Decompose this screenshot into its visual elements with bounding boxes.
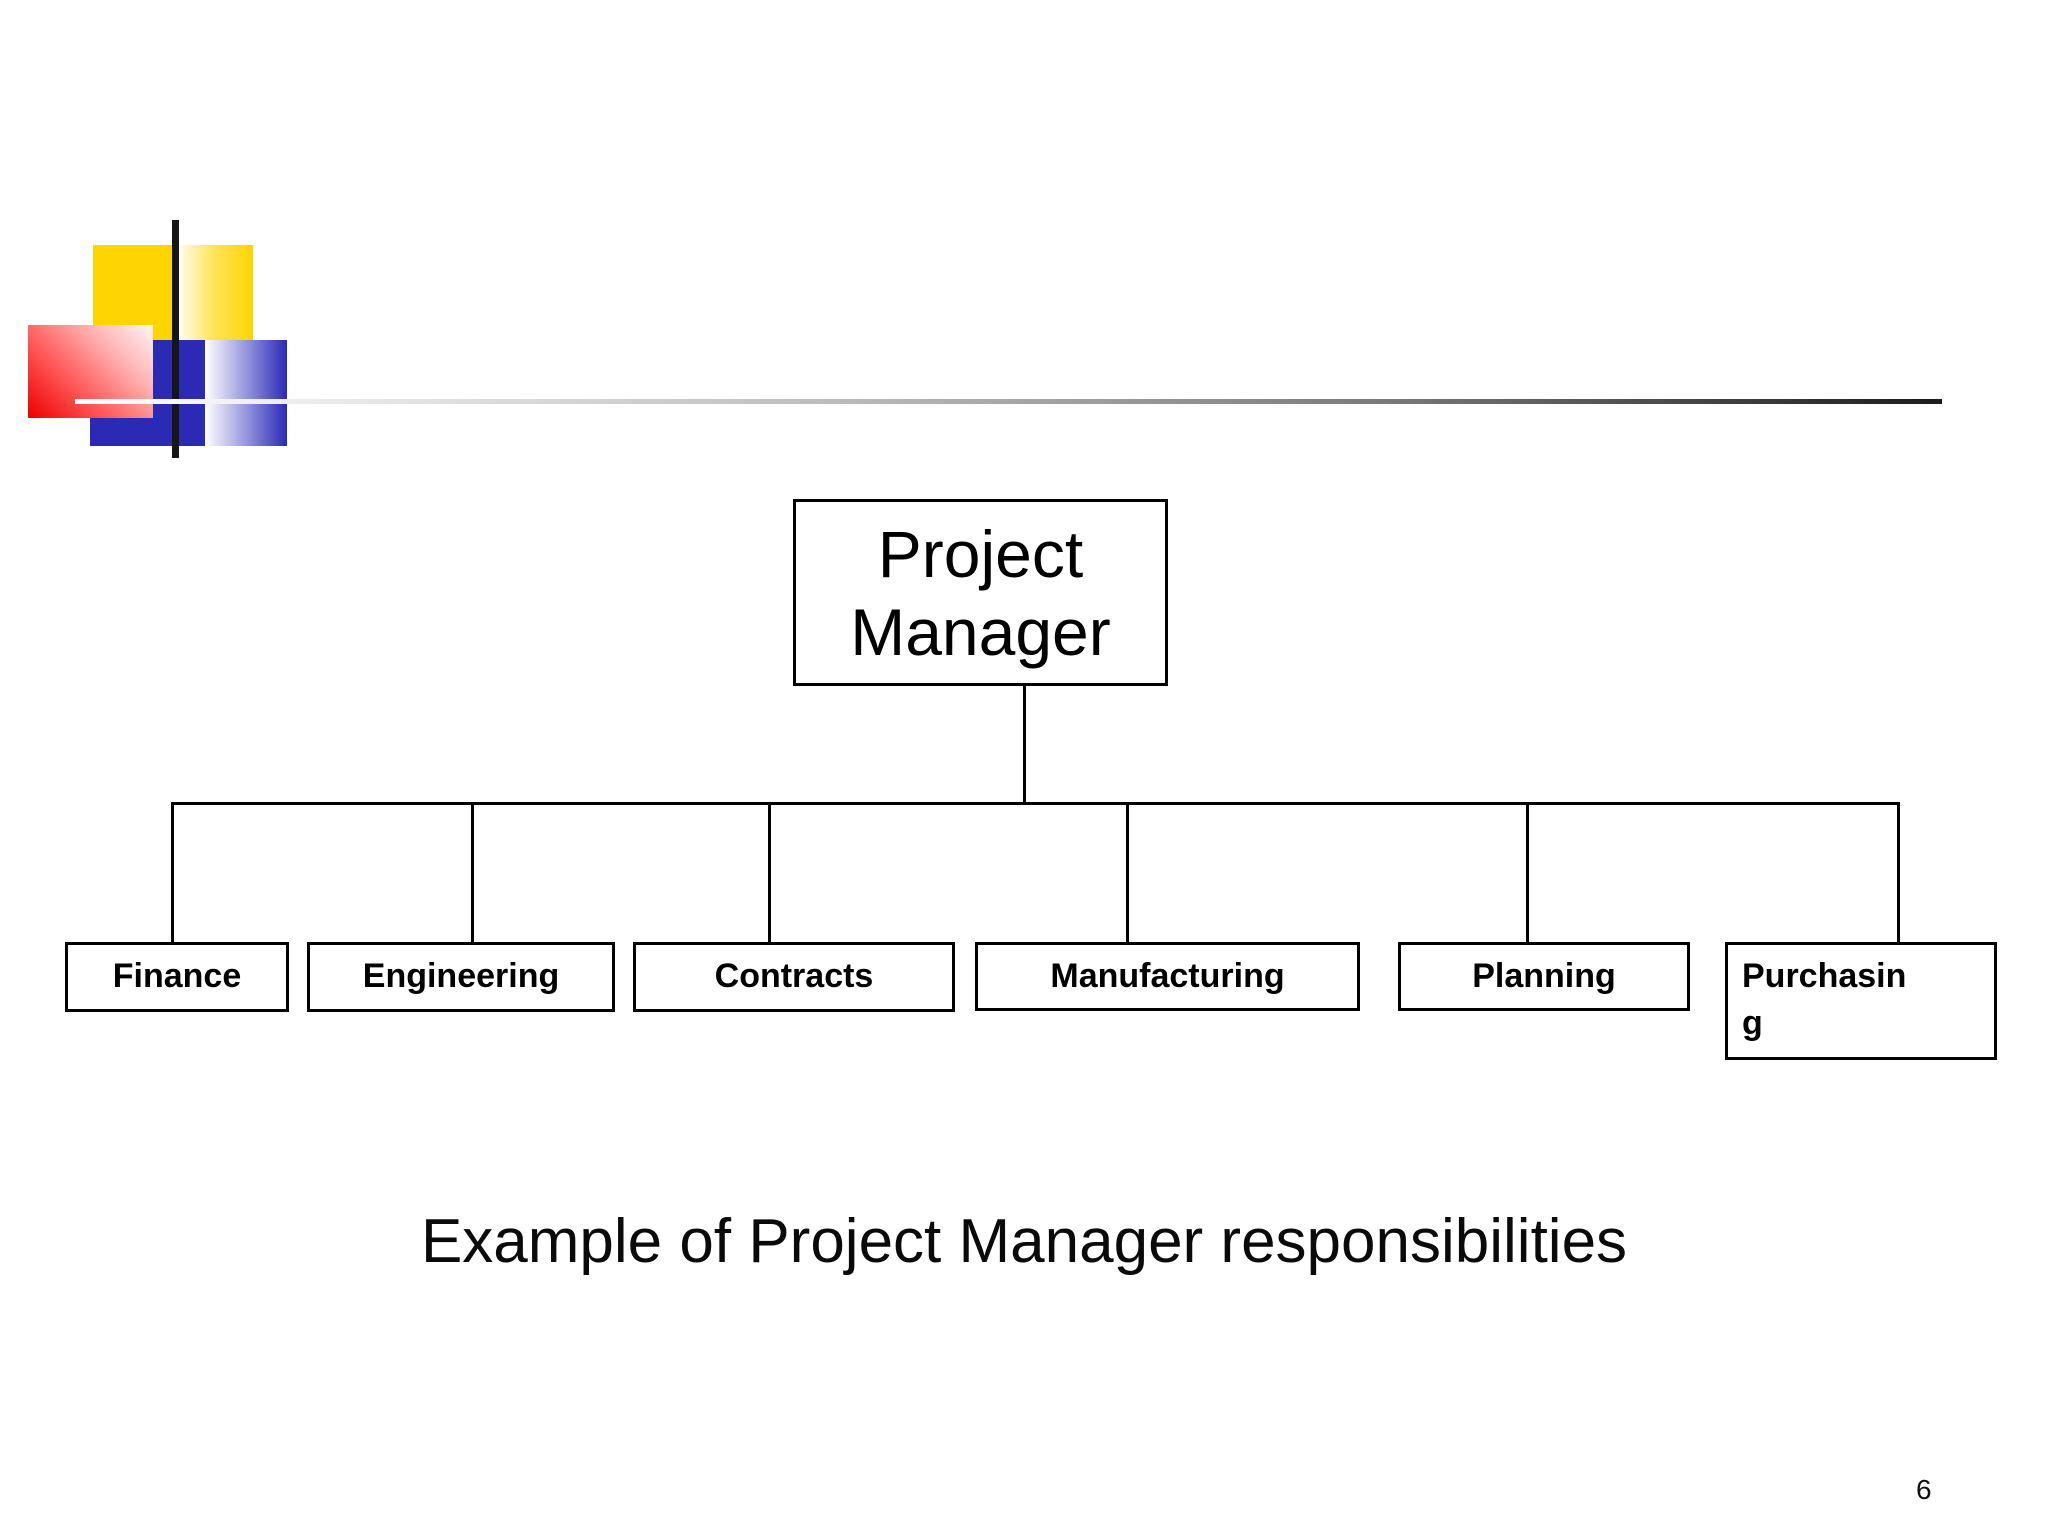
department-box-manufacturing: Manufacturing: [975, 942, 1360, 1011]
connector-drop-engineering: [471, 802, 474, 942]
connector-bar: [171, 802, 1900, 805]
department-box-planning: Planning: [1398, 942, 1690, 1011]
department-box-finance: Finance: [65, 942, 289, 1012]
connector-drop-manufacturing: [1126, 802, 1129, 942]
connector-drop-planning: [1526, 802, 1529, 942]
connector-drop-purchasing: [1897, 802, 1900, 942]
logo-blue-gradient-square: [205, 340, 287, 446]
caption: Example of Project Manager responsibilit…: [420, 1207, 1628, 1276]
divider-line: [75, 399, 1942, 404]
project-manager-box: Project Manager: [793, 499, 1168, 686]
logo-yellow-gradient-square: [179, 245, 253, 341]
logo-red-square: [28, 325, 153, 418]
connector-drop-contracts: [768, 802, 771, 942]
logo-vertical-bar: [172, 220, 179, 458]
connector-stub: [1023, 686, 1026, 805]
connector-drop-finance: [171, 802, 174, 942]
page-number: 6: [1916, 1474, 1932, 1505]
department-box-engineering: Engineering: [307, 942, 615, 1012]
department-box-contracts: Contracts: [633, 942, 955, 1012]
department-box-purchasing: Purchasin g: [1725, 942, 1997, 1060]
